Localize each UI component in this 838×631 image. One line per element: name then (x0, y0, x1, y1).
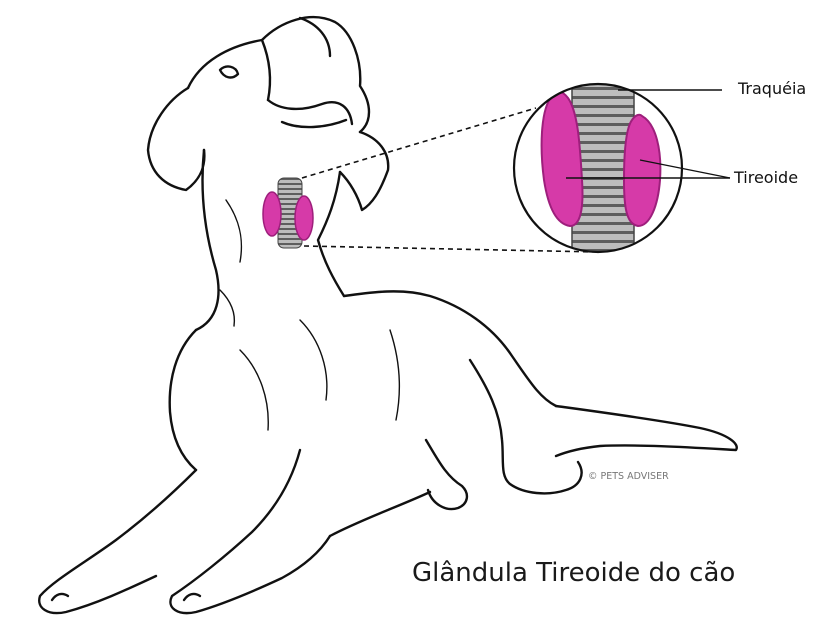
neck-thyroid (263, 178, 313, 248)
label-thyroid: Tireoide (734, 168, 798, 187)
zoom-circle (514, 70, 682, 260)
label-trachea: Traquéia (738, 79, 806, 98)
diagram-title: Glândula Tireoide do cão (412, 558, 735, 588)
watermark-text: © PETS ADVISER (588, 471, 669, 482)
